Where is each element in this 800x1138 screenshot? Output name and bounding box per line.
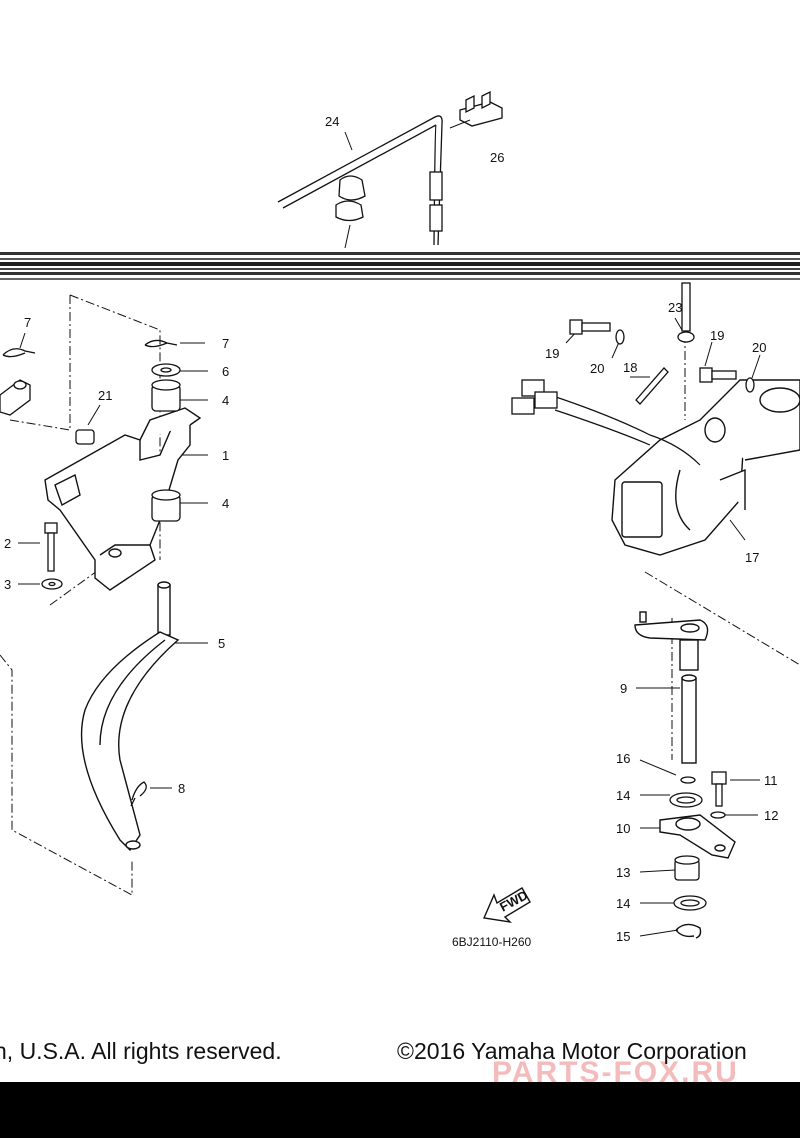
part-13-bushing bbox=[674, 855, 700, 881]
callout-14a: 14 bbox=[616, 788, 630, 803]
callout-12: 12 bbox=[764, 808, 778, 823]
part-6-washer bbox=[151, 363, 181, 377]
callout-4b: 4 bbox=[222, 496, 229, 511]
callout-9: 9 bbox=[620, 681, 627, 696]
footer-copyright-text: ©2016 Yamaha Motor Corporation bbox=[397, 1038, 747, 1064]
part-26-clip bbox=[459, 90, 503, 127]
callout-1: 1 bbox=[222, 448, 229, 463]
callout-23: 23 bbox=[668, 300, 682, 315]
callout-5: 5 bbox=[218, 636, 225, 651]
callout-18: 18 bbox=[623, 360, 637, 375]
part-12-washer bbox=[710, 811, 726, 819]
callout-13: 13 bbox=[616, 865, 630, 880]
bottom-bar bbox=[0, 1082, 800, 1138]
callout-8: 8 bbox=[178, 781, 185, 796]
callout-4a: 4 bbox=[222, 393, 229, 408]
connectors bbox=[511, 379, 558, 415]
part-14-washer bbox=[669, 792, 707, 911]
footer-rights-text: n, U.S.A. All rights reserved. bbox=[0, 1038, 282, 1064]
callout-6: 6 bbox=[222, 364, 229, 379]
callout-2: 2 bbox=[4, 536, 11, 551]
drawing-code: 6BJ2110-H260 bbox=[452, 935, 531, 949]
part-11-bolt bbox=[711, 771, 727, 807]
callout-10: 10 bbox=[616, 821, 630, 836]
callout-20a: 20 bbox=[590, 361, 604, 376]
callout-14b: 14 bbox=[616, 896, 630, 911]
left-arm-stub bbox=[0, 379, 31, 416]
part-7-pin bbox=[2, 339, 178, 358]
part-24-hose bbox=[277, 115, 443, 246]
callouts: 24 26 7 7 6 4 21 1 4 2 3 5 8 19 23 20 18… bbox=[4, 114, 778, 949]
scan-band bbox=[0, 252, 800, 280]
part-8-pin bbox=[130, 781, 147, 807]
part-19-bolt bbox=[569, 319, 737, 383]
part-2-bolt bbox=[44, 522, 58, 572]
callout-21: 21 bbox=[98, 388, 112, 403]
callout-26: 26 bbox=[490, 150, 504, 165]
part-3-washer bbox=[41, 578, 63, 590]
callout-24: 24 bbox=[325, 114, 339, 129]
part-16-oring bbox=[680, 776, 696, 784]
callout-3: 3 bbox=[4, 577, 11, 592]
callout-7b: 7 bbox=[222, 336, 229, 351]
callout-17: 17 bbox=[745, 550, 759, 565]
callout-19b: 19 bbox=[710, 328, 724, 343]
callout-15: 15 bbox=[616, 929, 630, 944]
part-21-collar bbox=[75, 429, 95, 445]
part-23-clip bbox=[677, 282, 695, 343]
part-10-lever bbox=[659, 814, 736, 859]
part-9-shaft bbox=[681, 674, 697, 764]
part-15-circlip bbox=[675, 923, 702, 939]
part-17-motor-unit bbox=[611, 379, 800, 556]
leader-lines bbox=[18, 119, 761, 937]
shift-shaft-lever bbox=[634, 611, 709, 671]
wire-harness bbox=[549, 394, 701, 466]
callout-19a: 19 bbox=[545, 346, 559, 361]
callout-20b: 20 bbox=[752, 340, 766, 355]
part-18-band bbox=[635, 367, 669, 405]
part-4-bushing bbox=[151, 379, 181, 522]
callout-7a: 7 bbox=[24, 315, 31, 330]
callout-11: 11 bbox=[764, 773, 778, 788]
callout-16: 16 bbox=[616, 751, 630, 766]
part-5-shift-rod bbox=[80, 581, 180, 852]
part-1-bracket bbox=[44, 407, 202, 591]
fwd-arrow-icon: FWD bbox=[482, 887, 531, 924]
part-20-washer bbox=[615, 329, 755, 393]
